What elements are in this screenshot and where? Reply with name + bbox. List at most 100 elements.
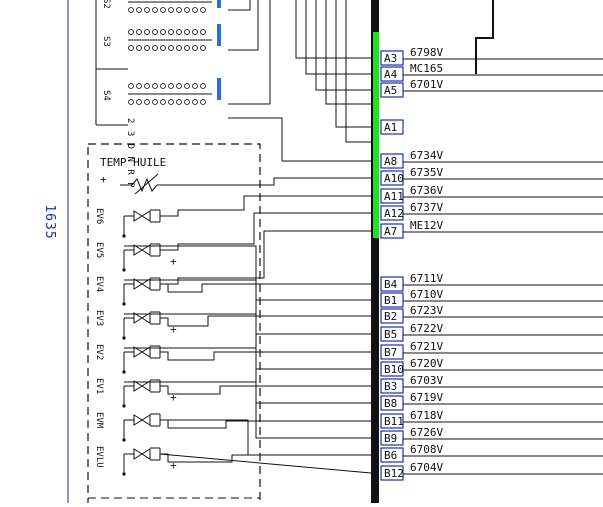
harness-wire xyxy=(335,0,371,128)
switch-contact xyxy=(160,7,166,13)
pin-label: B1 xyxy=(384,294,397,307)
harness-wire xyxy=(160,195,371,217)
harness-wire xyxy=(160,315,371,327)
switch-contact xyxy=(200,83,206,89)
harness-wire xyxy=(160,419,371,456)
pin-b2[interactable]: B2 6723V xyxy=(380,304,603,324)
switch-contact xyxy=(200,45,206,51)
signal-label: 6710V xyxy=(410,288,443,301)
signal-label: 6704V xyxy=(410,461,443,474)
switch-contact xyxy=(160,45,166,51)
switch-contact xyxy=(128,45,134,51)
temp-sensor-label: TEMP HUILE xyxy=(100,156,166,169)
harness-wire xyxy=(124,347,371,404)
pin-label: B2 xyxy=(384,310,397,323)
switch-contact xyxy=(144,7,150,13)
switch-contact xyxy=(128,29,134,35)
switch-contact xyxy=(184,7,190,13)
pin-label: A12 xyxy=(384,207,404,220)
signal-label: 6721V xyxy=(410,340,443,353)
harness-wire xyxy=(124,381,371,439)
solenoid-valve-icon xyxy=(122,277,161,306)
switch-contact xyxy=(176,45,182,51)
solenoid-valve-icon xyxy=(122,209,161,238)
harness-wire xyxy=(159,453,372,474)
switch-contact xyxy=(128,7,134,13)
selector-positions: 2 3 D N R P xyxy=(125,118,135,189)
switch-contact xyxy=(144,45,150,51)
harness-wire xyxy=(160,283,371,293)
pin-label: B10 xyxy=(384,363,404,376)
harness-wire xyxy=(345,0,371,143)
pin-label: A1 xyxy=(384,121,397,134)
switch-label-s2: S2 xyxy=(101,0,111,9)
pin-label: B3 xyxy=(384,380,397,393)
switch-contact xyxy=(184,45,190,51)
valve-label-evlu: EVLU xyxy=(94,446,104,468)
pin-label: B6 xyxy=(384,449,397,462)
signal-label: 6703V xyxy=(410,374,443,387)
switch-contact xyxy=(144,29,150,35)
switch-contact xyxy=(152,83,158,89)
switch-contact xyxy=(192,45,198,51)
switch-contact xyxy=(168,83,174,89)
pin-label: A4 xyxy=(384,68,398,81)
harness-wire xyxy=(160,230,371,285)
signal-label: 6723V xyxy=(410,304,443,317)
harness-wire xyxy=(165,177,371,186)
signal-label: 6734V xyxy=(410,149,443,162)
pin-a8[interactable]: A8 6734V xyxy=(380,149,603,169)
harness-wire xyxy=(315,0,371,91)
switch-contact xyxy=(128,83,134,89)
pin-b1[interactable]: B1 6710V xyxy=(380,288,603,308)
valve-label-ev1: EV1 xyxy=(94,378,104,394)
pin-b3[interactable]: B3 6703V xyxy=(380,374,603,394)
switch-contact xyxy=(144,99,150,105)
valve-label-evm: EVM xyxy=(94,412,104,429)
connector-a-active-zone xyxy=(373,32,379,238)
switch-contact xyxy=(176,99,182,105)
sheet-number: 1635 xyxy=(42,204,57,239)
pin-label: A8 xyxy=(384,155,397,168)
harness-wire xyxy=(124,279,371,335)
pin-a1[interactable]: A1 xyxy=(380,119,404,135)
pin-label: B5 xyxy=(384,328,397,341)
signal-label: 6722V xyxy=(410,322,443,335)
solenoid-valve-icon xyxy=(122,413,161,442)
switch-contact xyxy=(176,83,182,89)
temp-sensor-plus: + xyxy=(100,173,107,186)
switch-contact xyxy=(136,7,142,13)
switch-contact xyxy=(176,29,182,35)
pin-label: A5 xyxy=(384,84,397,97)
solenoid-valve-icon xyxy=(122,243,161,272)
switch-contact xyxy=(200,7,206,13)
thermistor-icon xyxy=(120,173,165,195)
switch-contact xyxy=(160,29,166,35)
pin-b5[interactable]: B5 6722V xyxy=(380,322,603,342)
switch-contact xyxy=(168,29,174,35)
pin-label: A7 xyxy=(384,225,397,238)
harness-wire xyxy=(305,0,371,75)
harness-wire xyxy=(228,0,259,51)
valve-plus: + xyxy=(170,255,177,268)
ecu-connector-body xyxy=(371,0,379,503)
